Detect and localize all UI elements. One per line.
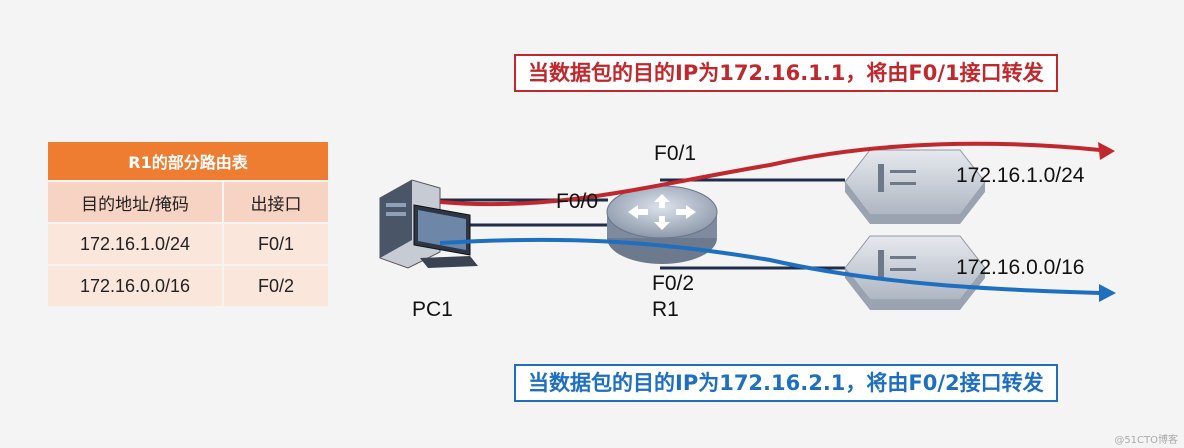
path-red-arrow (439, 141, 1115, 207)
interface-f00-label: F0/0 (556, 190, 599, 213)
network-top-label: 172.16.1.0/24 (956, 164, 1085, 187)
watermark: @51CTO博客 (1114, 435, 1178, 446)
router-label: R1 (652, 298, 679, 321)
callout-top: 当数据包的目的IP为172.16.1.1，将由F0/1接口转发 (514, 54, 1058, 92)
callout-bottom: 当数据包的目的IP为172.16.2.1，将由F0/2接口转发 (514, 364, 1058, 402)
switch-icon-top (844, 149, 986, 224)
row1-interface: F0/1 (222, 222, 330, 266)
path-blue-arrow (439, 237, 1116, 302)
interface-f01-label: F0/1 (654, 142, 697, 165)
routing-table-title: R1的部分路由表 (46, 140, 330, 182)
header-destination: 目的地址/掩码 (46, 180, 224, 224)
pc-icon (379, 179, 478, 269)
pc-label: PC1 (412, 298, 453, 321)
row1-destination: 172.16.1.0/24 (46, 222, 224, 266)
routing-table: R1的部分路由表 目的地址/掩码 出接口 172.16.1.0/24 F0/1 … (46, 140, 330, 308)
header-interface: 出接口 (222, 180, 330, 224)
network-bottom-label: 172.16.0.0/16 (956, 256, 1085, 279)
router-icon (606, 185, 718, 264)
interface-f02-label: F0/2 (652, 272, 695, 295)
row2-interface: F0/2 (222, 264, 330, 308)
row2-destination: 172.16.0.0/16 (46, 264, 224, 308)
